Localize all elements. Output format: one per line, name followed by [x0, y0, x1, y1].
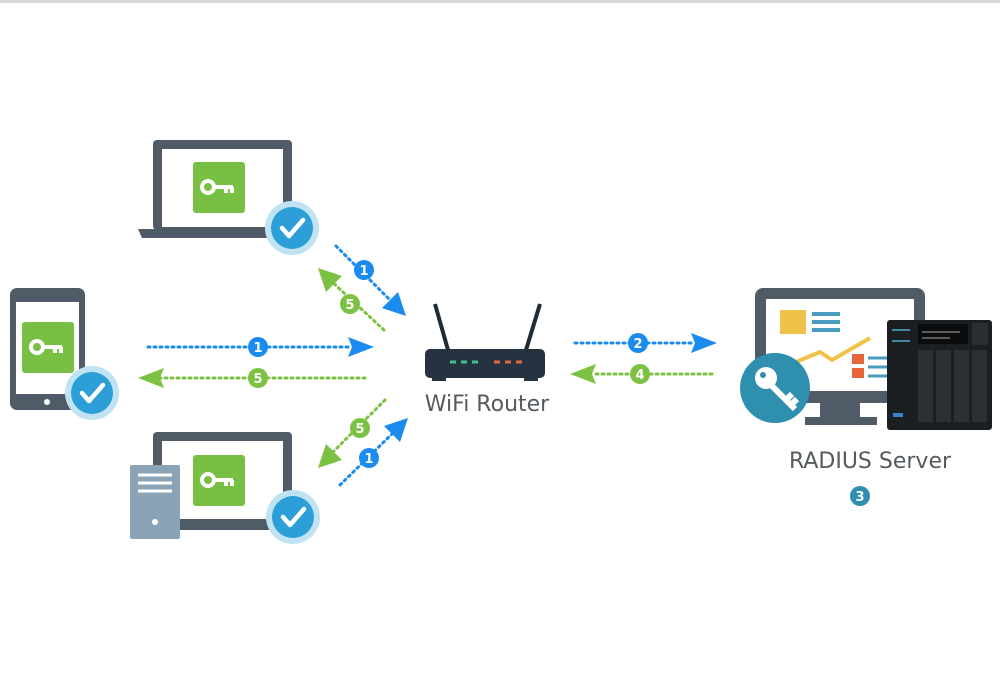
- key-icon: [20, 320, 76, 375]
- top-border: [0, 0, 1000, 3]
- desktop-icon: [130, 432, 320, 544]
- step-badge: 1: [354, 260, 374, 280]
- step-badge: 2: [628, 333, 648, 353]
- svg-text:5: 5: [355, 422, 364, 437]
- svg-text:4: 4: [635, 368, 644, 383]
- svg-text:2: 2: [633, 337, 642, 352]
- check-icon: [266, 490, 320, 544]
- router-icon: [425, 303, 545, 381]
- step-badge: 5: [340, 294, 360, 314]
- svg-text:1: 1: [364, 452, 373, 467]
- tablet-icon: [10, 288, 119, 420]
- key-icon: [191, 160, 247, 215]
- svg-text:5: 5: [345, 298, 354, 313]
- svg-text:1: 1: [253, 341, 262, 356]
- step-badge: 5: [248, 368, 268, 388]
- step-badge: 3: [850, 486, 870, 506]
- key-icon: [740, 353, 810, 423]
- svg-text:5: 5: [253, 372, 262, 387]
- nas-icon: [887, 320, 992, 430]
- laptop-top-icon: [138, 140, 319, 255]
- step-badge: 4: [630, 364, 650, 384]
- svg-text:1: 1: [359, 264, 368, 279]
- step-badge: 1: [248, 337, 268, 357]
- check-icon: [65, 366, 119, 420]
- step-badge: 1: [359, 448, 379, 468]
- router-label: WiFi Router: [425, 392, 550, 417]
- svg-text:3: 3: [855, 490, 864, 505]
- key-icon: [191, 453, 247, 508]
- server-label: RADIUS Server: [789, 449, 952, 474]
- check-icon: [265, 201, 319, 255]
- step-badge: 5: [350, 418, 370, 438]
